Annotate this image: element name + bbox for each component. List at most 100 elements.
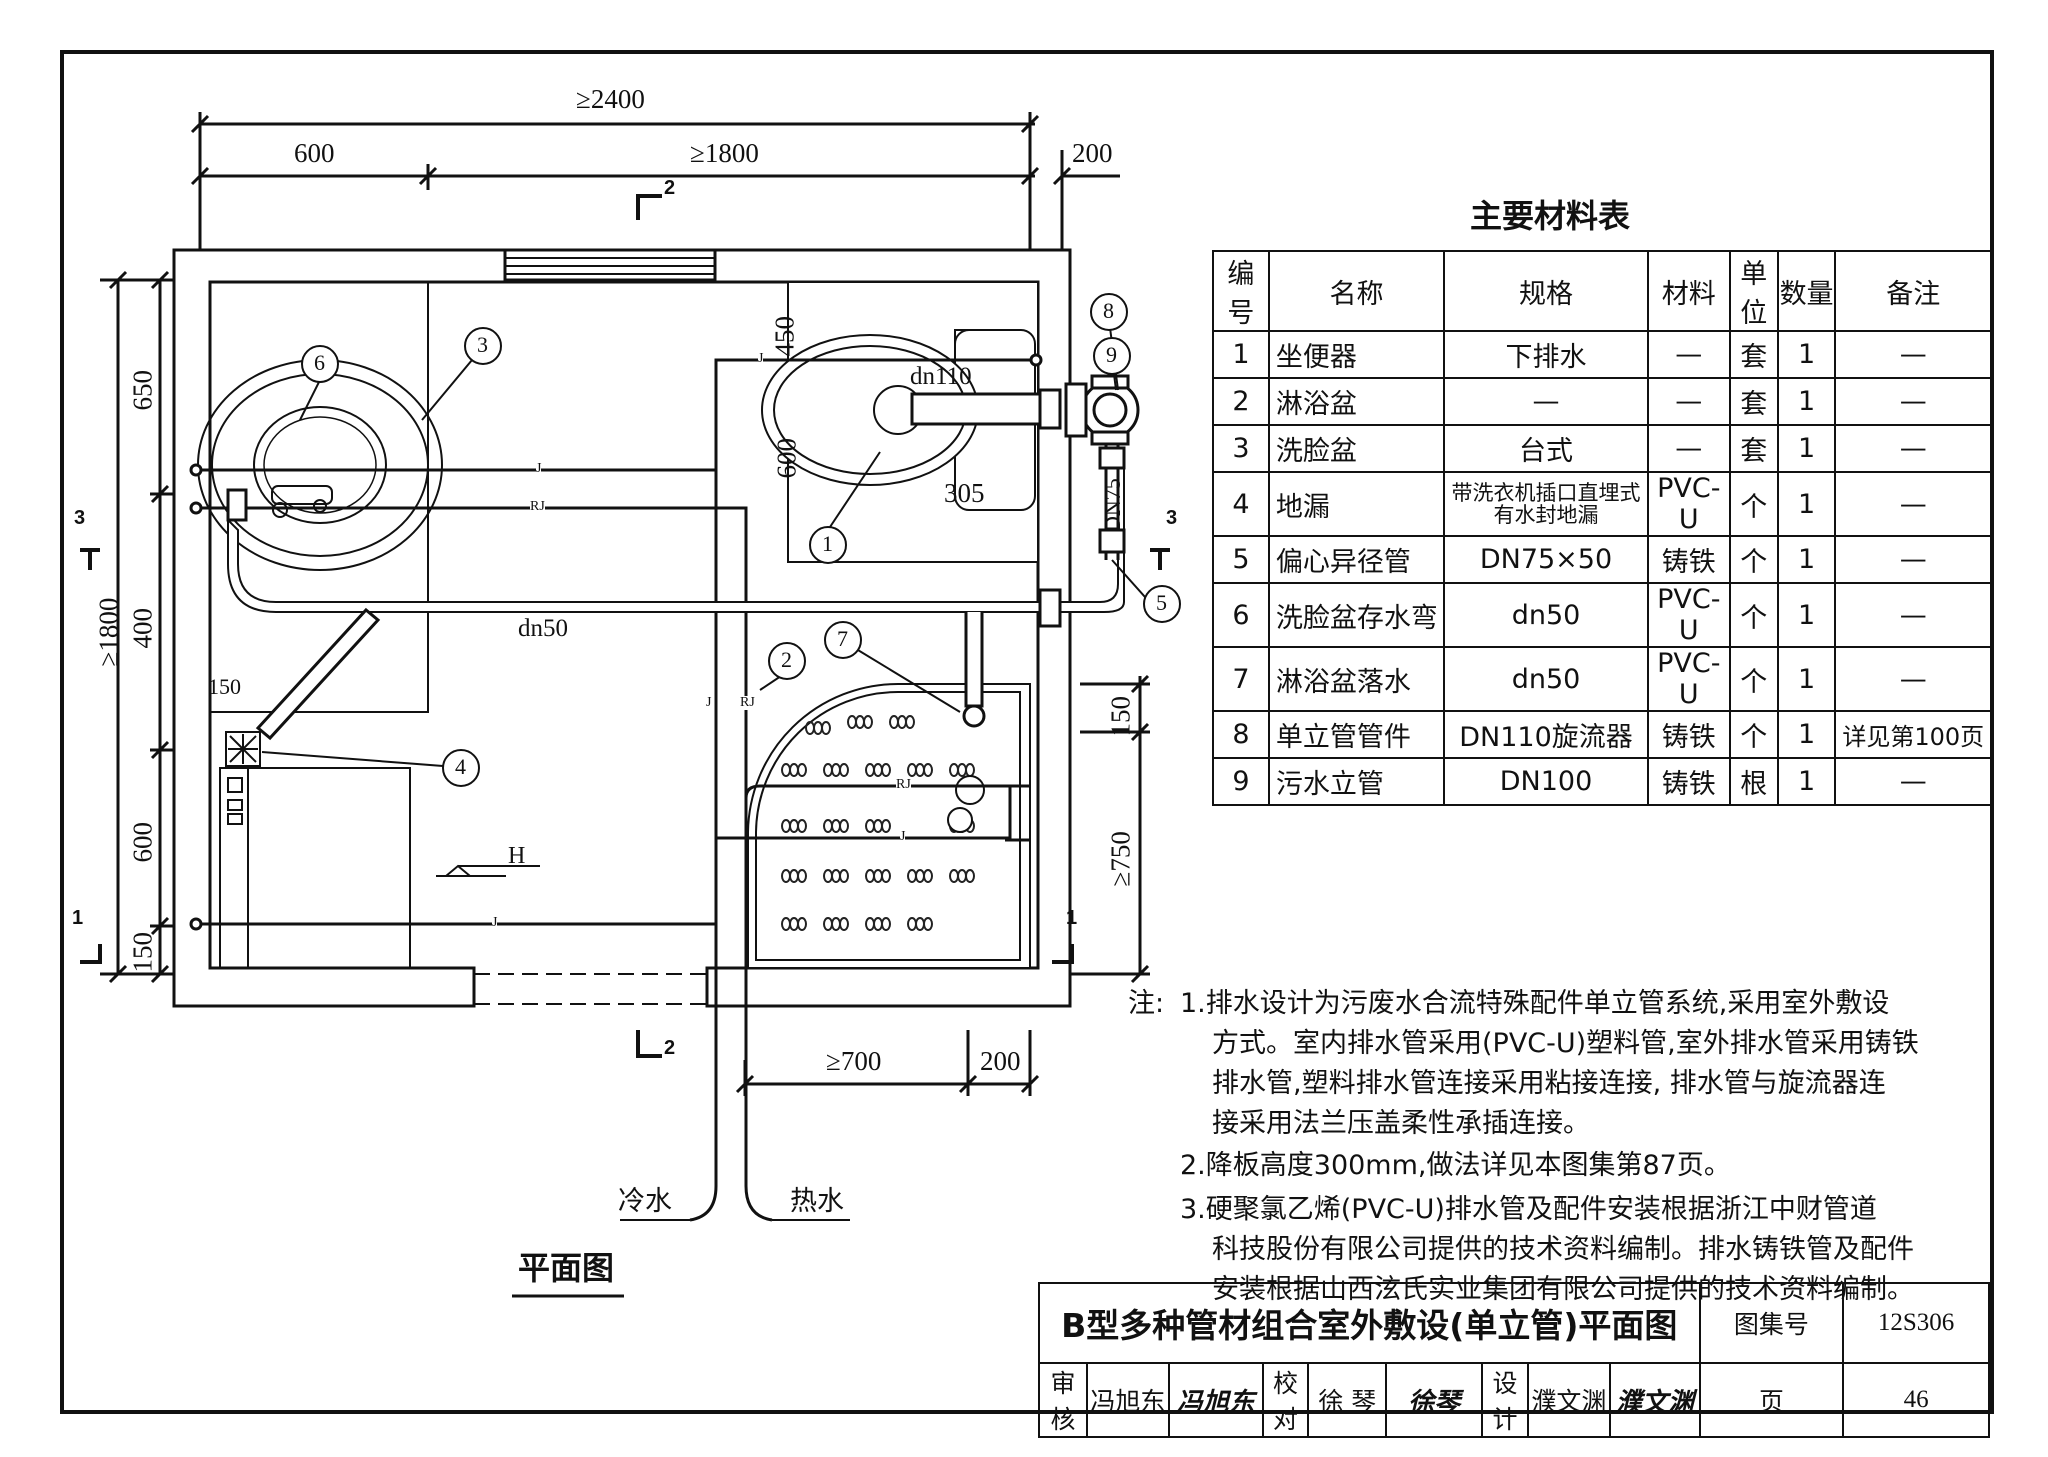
table-cell: 个 [1728,471,1779,537]
table-cell: DN110旋流器 [1443,710,1649,759]
washing-machine [219,767,411,969]
table-header-row: 编号 名称 规格 材料 单位 数量 备注 [1212,250,1992,332]
table-cell: DN100 [1443,757,1649,806]
table-cell: — [1834,377,1992,426]
callout-3: 3 [477,332,488,357]
table-cell: PVC-U [1646,582,1731,648]
table-cell: 个 [1728,535,1779,584]
table-header: 数量 [1776,250,1837,332]
table-cell: 1 [1776,330,1837,379]
table-row: 3 洗脸盆 台式 — 套 1 — [1212,424,1992,473]
table-row: 5 偏心异径管 DN75×50 铸铁 个 1 — [1212,535,1992,584]
table-cell: 1 [1776,646,1837,712]
plan-title: 平面图 [518,1249,615,1287]
callout-9: 9 [1106,342,1117,367]
table-cell: — [1834,424,1992,473]
callout-4: 4 [455,754,466,779]
table-cell: — [1834,646,1992,712]
callouts [261,293,1181,787]
table-cell: 下排水 [1443,330,1649,379]
table-cell: 4 [1212,471,1270,537]
table-cell: 根 [1728,757,1779,806]
cyclone-stack-fitting [1064,374,1140,446]
table-cell: 铸铁 [1646,757,1731,806]
table-cell: 个 [1728,582,1779,648]
dim-bottom-700: ≥700 [826,1046,882,1076]
table-cell: 洗脸盆存水弯 [1267,582,1446,648]
table-cell: 1 [1776,757,1837,806]
table-cell: 个 [1728,646,1779,712]
designer-name: 濮文渊 [1526,1362,1611,1438]
table-cell: 套 [1728,424,1779,473]
table-cell: 1 [1776,535,1837,584]
table-cell: 6 [1212,582,1270,648]
designer-signature: 濮文渊 [1608,1362,1701,1438]
pipe-label-j-top: J [758,351,764,366]
table-cell: dn50 [1443,646,1649,712]
table-header: 单位 [1728,250,1779,332]
section-2-top: 2 [664,177,676,199]
table-cell: 1 [1776,582,1837,648]
table-header: 备注 [1834,250,1992,332]
pipe-label-dn110: dn110 [910,363,972,390]
section-1-left: 1 [72,907,84,929]
sheet-border [60,50,1994,1414]
pipe-label-rj-shower: RJ [896,777,911,792]
table-cell: — [1646,424,1731,473]
table-cell: — [1834,471,1992,537]
pipe-label-j-basin: J [536,461,542,476]
table-row: 6 洗脸盆存水弯 dn50 PVC-U 个 1 — [1212,582,1992,648]
note-2: 2.降板高度300mm,做法详见本图集第87页。 [1180,1150,1731,1181]
floor-drain [225,731,261,767]
table-cell: PVC-U [1646,471,1731,537]
notes-prefix: 注: [1128,988,1165,1019]
pipe-label-j-shower: J [900,829,906,844]
hot-water-pipes [189,501,1010,1222]
title-block-title: B型多种管材组合室外敷设(单立管)平面图 [1038,1282,1701,1364]
level-label-h: H [508,843,526,869]
table-cell: PVC-U [1646,646,1731,712]
table-row: 7 淋浴盆落水 dn50 PVC-U 个 1 — [1212,646,1992,712]
top-dimension-lines [190,112,1120,260]
note-1-line-1: 1.排水设计为污废水合流特殊配件单立管系统,采用室外敷设 [1180,988,1890,1019]
label-hot-water: 热水 [790,1186,844,1217]
table-cell: 1 [1776,377,1837,426]
table-cell: 坐便器 [1267,330,1446,379]
table-row: 1 坐便器 下排水 — 套 1 — [1212,330,1992,379]
section-3-right: 3 [1166,507,1178,529]
callout-5: 5 [1156,590,1167,615]
dim-right-750: ≥750 [1105,831,1136,887]
dim-wc-305: 305 [944,478,985,508]
dim-right-width: 200 [1072,138,1113,168]
design-label: 设计 [1481,1362,1529,1438]
atlas-label: 图集号 [1698,1282,1845,1364]
section-1-right: 1 [1066,907,1078,929]
table-cell: 污水立管 [1267,757,1446,806]
table-cell: 台式 [1443,424,1649,473]
page-number: 46 [1842,1362,1990,1438]
table-cell: 淋浴盆 [1267,377,1446,426]
table-cell: 9 [1212,757,1270,806]
table-cell: 铸铁 [1646,535,1731,584]
table-row: 2 淋浴盆 — — 套 1 — [1212,377,1992,426]
dim-total-width: ≥2400 [576,84,645,114]
dim-wc-450: 450 [769,316,800,357]
table-cell: 5 [1212,535,1270,584]
table-cell: 详见第100页 [1834,710,1992,759]
table-cell: 洗脸盆 [1267,424,1446,473]
table-cell: 套 [1728,330,1779,379]
table-cell: — [1443,377,1649,426]
table-cell: 8 [1212,710,1270,759]
table-cell: 2 [1212,377,1270,426]
title-block: B型多种管材组合室外敷设(单立管)平面图 图集号 12S306 审核 冯旭东 冯… [1038,1282,1990,1438]
note-3-line-2: 科技股份有限公司提供的技术资料编制。排水铸铁管及配件 [1212,1234,1914,1265]
table-header: 名称 [1267,250,1446,332]
note-1-line-3: 排水管,塑料排水管连接采用粘接连接, 排水管与旋流器连 [1212,1068,1886,1099]
page-label: 页 [1698,1362,1845,1438]
table-cell: — [1834,757,1992,806]
dim-left-400: 400 [127,608,158,649]
atlas-number: 12S306 [1842,1282,1990,1364]
pipe-label-j-riser: J [706,695,712,710]
dim-left-600: 600 [127,822,158,863]
